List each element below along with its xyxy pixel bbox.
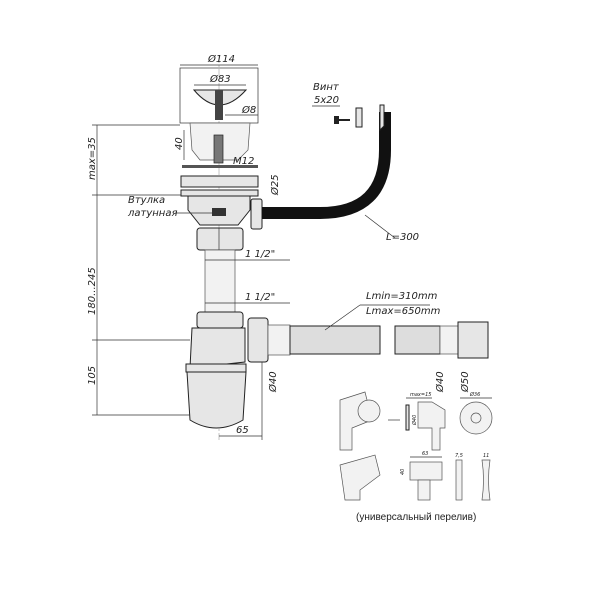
dim-d40-end: Ø40 (434, 371, 446, 393)
flange-body (180, 175, 263, 251)
dim-d83: Ø83 (209, 73, 231, 85)
bottle-trap (185, 311, 291, 429)
label-screw: Винт (313, 82, 340, 93)
dim-d25: Ø25 (269, 174, 281, 196)
dim-d50: Ø50 (459, 371, 471, 393)
dim-overflow-11: 11 (483, 453, 489, 459)
dim-overflow-40: 40 (400, 469, 406, 475)
strainer (179, 64, 259, 124)
dim-h105: 105 (87, 366, 98, 385)
dim-overflow-75: 7,5 (455, 453, 463, 459)
dim-overflow-d40: Ø40 (411, 415, 418, 426)
label-screw-size: 5x20 (314, 95, 339, 106)
dim-max35: max=35 (87, 137, 98, 180)
dim-h40: 40 (174, 137, 185, 150)
caption-universal-overflow: (универсальный перелив) (356, 512, 476, 523)
corrugated-hose (289, 321, 489, 359)
dim-range: 180...245 (87, 267, 98, 315)
dim-m12: M12 (233, 156, 254, 167)
dim-hose-length: L=300 (386, 232, 419, 243)
dim-d40-trap: Ø40 (267, 371, 279, 393)
height-dimensions (92, 124, 190, 416)
dim-overflow-63: 63 (422, 451, 428, 457)
label-bushing-1: Втулка (128, 195, 165, 206)
dim-lmax: Lmax=650mm (366, 306, 441, 317)
label-bushing-2: латунная (127, 208, 177, 219)
dim-overflow-max15: max=15 (410, 392, 431, 398)
dim-w65: 65 (236, 425, 249, 436)
dim-overflow-d36: Ø36 (469, 391, 480, 398)
basket (182, 122, 258, 168)
overflow-hose (262, 112, 391, 219)
screw-parts (334, 104, 385, 132)
dim-thread-1: 1 1/2" (245, 249, 275, 260)
dim-lmin: Lmin=310mm (366, 291, 438, 302)
dim-d114: Ø114 (207, 53, 235, 65)
dim-thread-2: 1 1/2" (245, 292, 275, 303)
dim-d8: Ø8 (241, 104, 256, 116)
overflow-details (339, 391, 493, 501)
